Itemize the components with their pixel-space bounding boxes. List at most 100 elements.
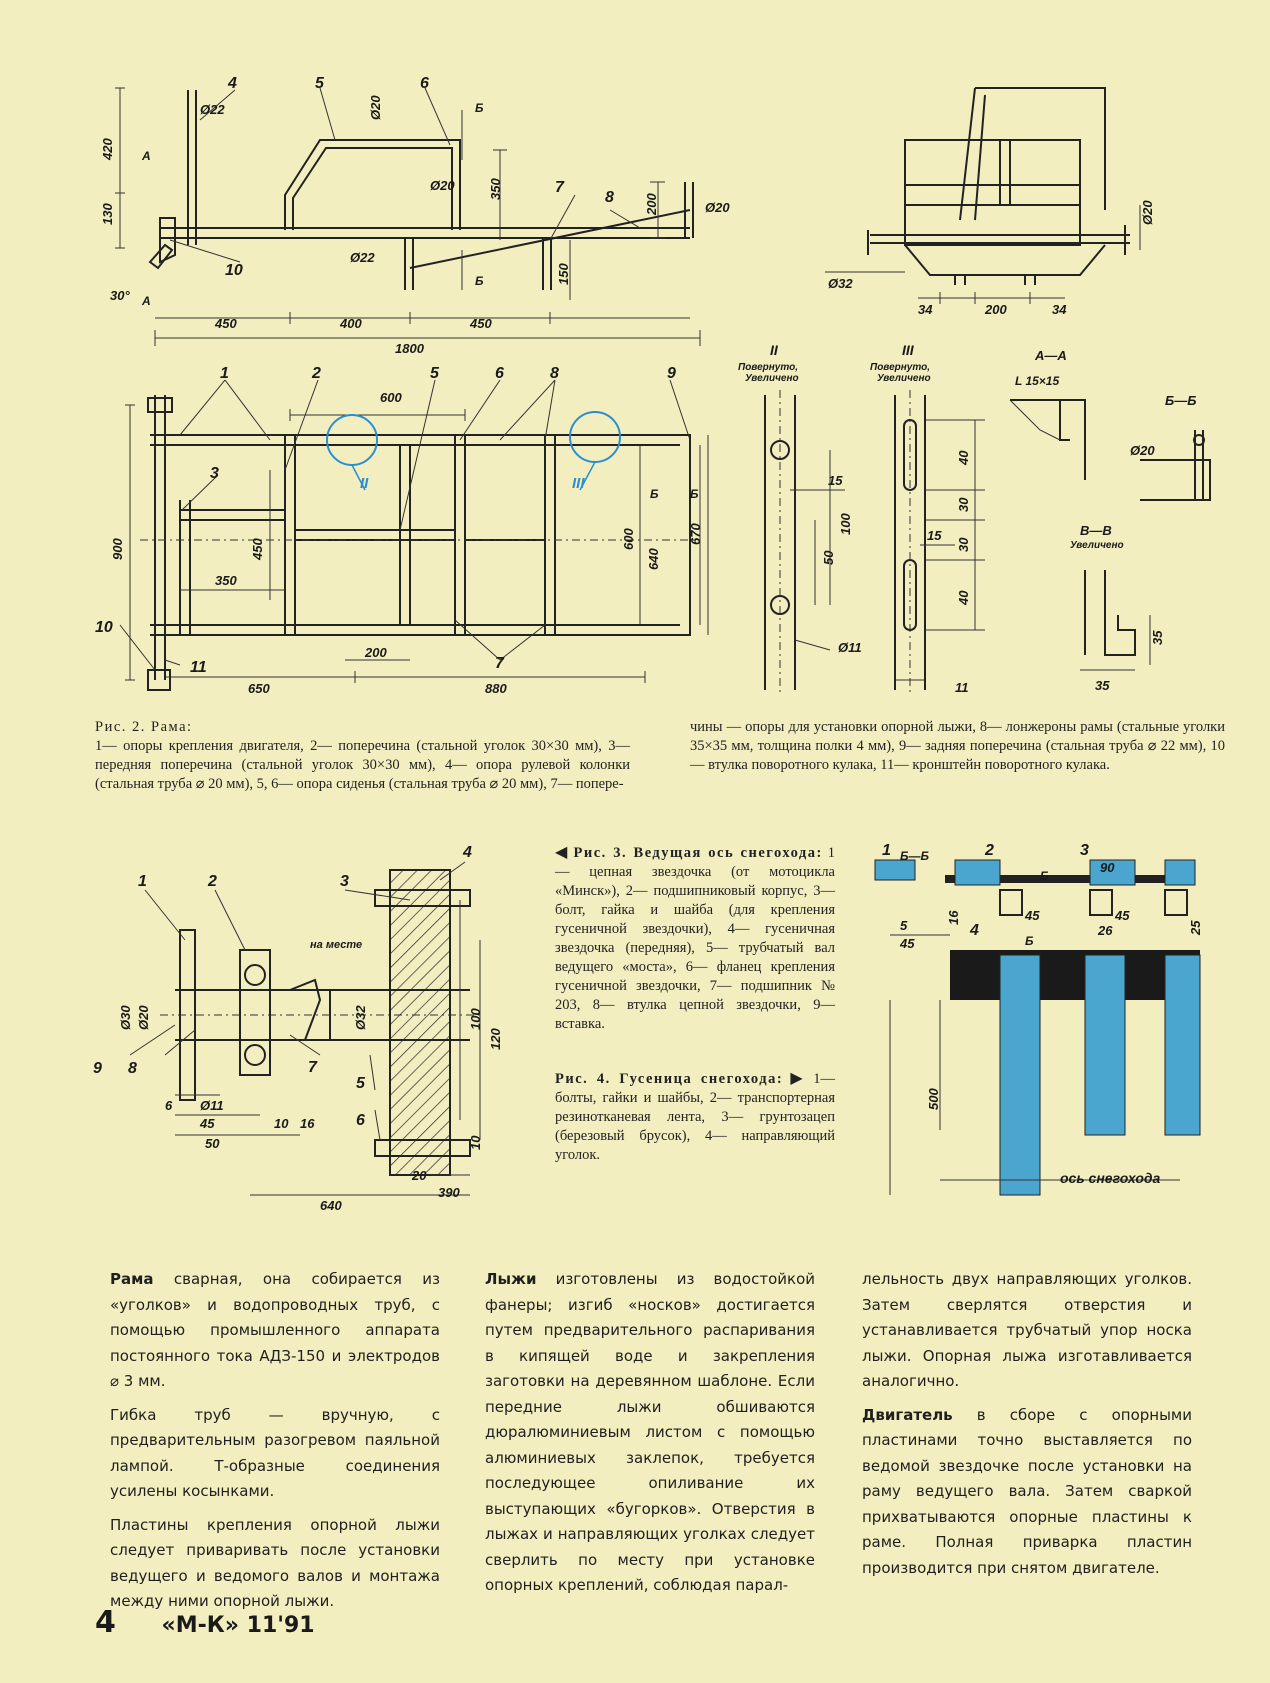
svg-text:Увеличено: Увеличено: [745, 373, 799, 384]
svg-text:9: 9: [667, 365, 676, 382]
svg-text:10: 10: [468, 1135, 483, 1150]
section-VV: В—В Увеличено 35 35: [1070, 523, 1165, 693]
svg-text:35: 35: [1095, 678, 1110, 693]
svg-text:100: 100: [838, 513, 853, 535]
label-10: 10: [225, 262, 243, 279]
svg-text:А—А: А—А: [1034, 348, 1067, 363]
detail-III-callout: [569, 411, 621, 463]
paragraph: Лыжи изготовлены из водостойкой фанеры; …: [485, 1270, 815, 1594]
svg-text:7: 7: [495, 655, 505, 672]
svg-text:Б: Б: [475, 274, 484, 288]
text-column-1: Рама сварная, она собирается из «уголков…: [110, 1267, 440, 1623]
svg-text:30: 30: [956, 497, 971, 512]
section-BB: Б—Б Ø20: [1130, 393, 1211, 501]
fig2-caption-left: Рис. 2. Рама: 1— опоры крепления двигате…: [95, 718, 630, 794]
svg-text:Ø22: Ø22: [350, 250, 375, 265]
paragraph: Гибка труб — вручную, с предварительным …: [110, 1405, 440, 1501]
svg-text:4: 4: [462, 844, 472, 861]
svg-text:45: 45: [899, 936, 915, 951]
svg-text:6: 6: [495, 365, 504, 382]
section-AA: А—А L 15×15: [1009, 348, 1086, 480]
svg-text:16: 16: [300, 1116, 315, 1131]
svg-text:ось снегохода: ось снегохода: [1060, 1170, 1161, 1186]
svg-text:640: 640: [646, 548, 661, 570]
page-number: 4: [95, 1605, 116, 1640]
svg-text:Ø20: Ø20: [1130, 443, 1155, 458]
svg-text:7: 7: [308, 1059, 318, 1076]
svg-text:на месте: на месте: [310, 939, 362, 951]
fig4-caption: Рис. 4. Гусеница снегохода: ▶ 1— болты, …: [555, 1068, 835, 1165]
detail-II: II Повернуто, Увеличено 15 100 50 Ø11: [738, 342, 862, 695]
plan-view-labels: 1 2 3 5 6 8 9 10 11 7 600 900 450 350 60…: [95, 365, 703, 696]
svg-text:6: 6: [165, 1098, 173, 1113]
svg-text:200: 200: [984, 302, 1007, 317]
svg-text:II: II: [360, 475, 369, 492]
svg-text:1: 1: [882, 842, 891, 859]
svg-text:640: 640: [320, 1198, 342, 1213]
svg-text:8: 8: [550, 365, 559, 382]
fig3-labels: 1 2 3 4 5 6 7 8 9 Ø30 Ø20 Ø32 на месте 1…: [93, 844, 503, 1213]
svg-text:15: 15: [828, 473, 843, 488]
svg-text:45: 45: [1024, 908, 1040, 923]
text-column-2: Лыжи изготовлены из водостойкой фанеры; …: [485, 1267, 815, 1607]
svg-text:Б: Б: [475, 101, 484, 115]
paragraph: Двигатель в сборе с опорными пластинами …: [862, 1405, 1192, 1577]
svg-text:400: 400: [339, 316, 362, 331]
svg-text:350: 350: [215, 573, 237, 588]
svg-text:Ø32: Ø32: [828, 276, 853, 291]
detail-II-callout: [326, 414, 378, 466]
fig3-caption: ◀ Рис. 3. Ведущая ось снегохода: 1— цепн…: [555, 842, 835, 1034]
fig2-caption-title: Рис. 2. Рама:: [95, 719, 193, 735]
svg-text:Б—Б: Б—Б: [1165, 393, 1196, 408]
svg-text:10: 10: [95, 619, 113, 636]
frame-plan-view: [119, 379, 709, 691]
svg-text:Ø22: Ø22: [200, 102, 225, 117]
svg-text:45: 45: [199, 1116, 215, 1131]
svg-text:40: 40: [956, 590, 971, 606]
svg-text:Ø20: Ø20: [1140, 200, 1155, 225]
svg-text:A: A: [141, 294, 151, 308]
svg-text:Ø30: Ø30: [118, 1005, 133, 1030]
svg-text:6: 6: [356, 1112, 365, 1129]
svg-text:Увеличено: Увеличено: [877, 373, 931, 384]
svg-text:50: 50: [205, 1136, 220, 1151]
svg-text:600: 600: [621, 528, 636, 550]
svg-text:1: 1: [220, 365, 229, 382]
fig4-caption-title: Рис. 4. Гусеница снегохода:: [555, 1071, 784, 1087]
svg-text:130: 130: [100, 203, 115, 225]
svg-text:Повернуто,: Повернуто,: [870, 362, 930, 373]
svg-text:10: 10: [274, 1116, 289, 1131]
svg-text:2: 2: [311, 365, 321, 382]
rear-view-labels: Ø32 Ø20 34 200 34: [828, 200, 1155, 317]
label-5: 5: [315, 75, 325, 92]
svg-text:5: 5: [900, 918, 908, 933]
svg-text:670: 670: [688, 523, 703, 545]
svg-text:2: 2: [207, 873, 217, 890]
fig2-caption-left-body: 1— опоры крепления двигателя, 2— попереч…: [95, 738, 630, 792]
svg-text:11: 11: [190, 659, 207, 676]
svg-text:Б—Б: Б—Б: [900, 849, 929, 863]
svg-text:16: 16: [946, 910, 961, 925]
svg-text:Ø20: Ø20: [368, 95, 383, 120]
svg-text:200: 200: [644, 193, 659, 216]
svg-text:III: III: [902, 342, 915, 358]
svg-text:30°: 30°: [110, 288, 130, 303]
fig3-caption-body: 1— цепная звездочка (от мотоцикла «Минск…: [555, 845, 836, 1032]
svg-text:450: 450: [214, 316, 237, 331]
svg-text:2: 2: [984, 842, 994, 859]
svg-text:Ø20: Ø20: [430, 178, 455, 193]
svg-text:34: 34: [1052, 302, 1067, 317]
svg-text:30: 30: [956, 537, 971, 552]
svg-text:Б: Б: [1040, 869, 1049, 883]
svg-text:40: 40: [956, 450, 971, 466]
svg-text:Ø20: Ø20: [136, 1005, 151, 1030]
svg-text:8: 8: [128, 1060, 137, 1077]
svg-text:1: 1: [138, 873, 147, 890]
svg-text:50: 50: [821, 550, 836, 565]
svg-text:Увеличено: Увеличено: [1070, 540, 1124, 551]
svg-text:5: 5: [356, 1075, 366, 1092]
svg-text:Б: Б: [690, 487, 699, 501]
svg-text:420: 420: [100, 138, 115, 161]
